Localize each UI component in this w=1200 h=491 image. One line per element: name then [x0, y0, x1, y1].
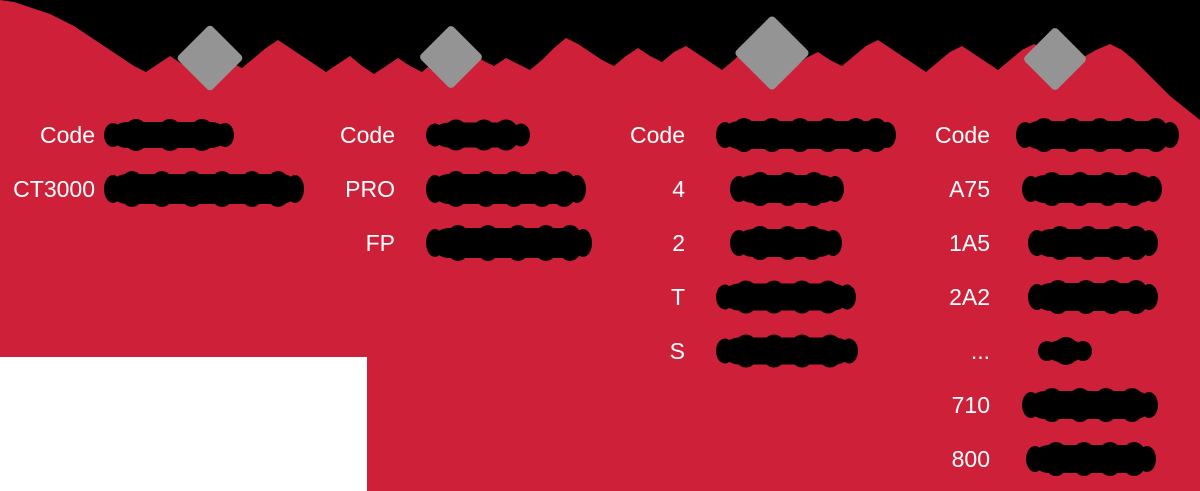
- diamond-marker-1: [176, 24, 244, 92]
- table-row: T: [630, 270, 930, 324]
- row-code: 4: [672, 175, 685, 202]
- row-code: 800: [951, 445, 990, 472]
- row-code: 1A5: [949, 229, 990, 256]
- row-code: T: [670, 283, 685, 310]
- code-column-3: Code 4: [630, 108, 930, 378]
- row-description-redacted: [716, 280, 860, 314]
- table-row: ...: [935, 324, 1200, 378]
- column-header-code: Code: [630, 121, 685, 148]
- diamond-marker-2: [418, 24, 484, 90]
- row-description-redacted: [104, 171, 313, 207]
- row-description-redacted: [1022, 388, 1165, 422]
- column-header-code: Code: [340, 121, 395, 148]
- diamond-marker-4: [1022, 26, 1088, 92]
- row-description-redacted: [1025, 226, 1165, 260]
- table-row: 2: [630, 216, 930, 270]
- table-row: 1A5: [935, 216, 1200, 270]
- row-code: A75: [949, 175, 990, 202]
- row-description-redacted: [1025, 280, 1165, 314]
- row-code: 2: [672, 229, 685, 256]
- column-header-code: Code: [935, 121, 990, 148]
- table-row: 800: [935, 432, 1200, 486]
- row-code: S: [669, 337, 685, 364]
- table-row: FP: [330, 216, 630, 270]
- diamond-marker-3: [733, 14, 811, 92]
- table-row: 710: [935, 378, 1200, 432]
- row-code: ...: [970, 337, 990, 364]
- table-header-row: Code: [0, 108, 320, 162]
- code-column-4: Code A75: [935, 108, 1200, 486]
- row-description-redacted: [1022, 172, 1165, 206]
- table-header-row: Code: [935, 108, 1200, 162]
- row-code: 2A2: [949, 283, 990, 310]
- table-row: S: [630, 324, 930, 378]
- column-header-description-redacted: [426, 119, 540, 151]
- row-code: FP: [365, 229, 395, 256]
- table-header-row: Code: [330, 108, 630, 162]
- table-row: 4: [630, 162, 930, 216]
- row-description-redacted: [426, 171, 595, 207]
- table-row: CT3000: [0, 162, 320, 216]
- row-code: 710: [951, 391, 990, 418]
- row-code: CT3000: [13, 175, 95, 202]
- table-row: A75: [935, 162, 1200, 216]
- column-header-description-redacted: [104, 119, 243, 151]
- row-description-redacted: [725, 172, 844, 206]
- row-code: PRO: [345, 175, 395, 202]
- column-header-description-redacted: [1016, 118, 1185, 152]
- blank-panel: [0, 357, 367, 491]
- code-column-2: Code PRO FP: [330, 108, 630, 270]
- row-description-redacted: [1025, 336, 1165, 366]
- row-description-redacted: [725, 226, 842, 260]
- row-description-redacted: [1025, 442, 1165, 476]
- column-header-description-redacted: [716, 118, 905, 152]
- table-header-row: Code: [630, 108, 930, 162]
- table-row: 2A2: [935, 270, 1200, 324]
- row-description-redacted: [716, 334, 860, 368]
- table-row: PRO: [330, 162, 630, 216]
- column-header-code: Code: [40, 121, 95, 148]
- row-description-redacted: [426, 225, 600, 261]
- code-column-1: Code CT3000: [0, 108, 320, 216]
